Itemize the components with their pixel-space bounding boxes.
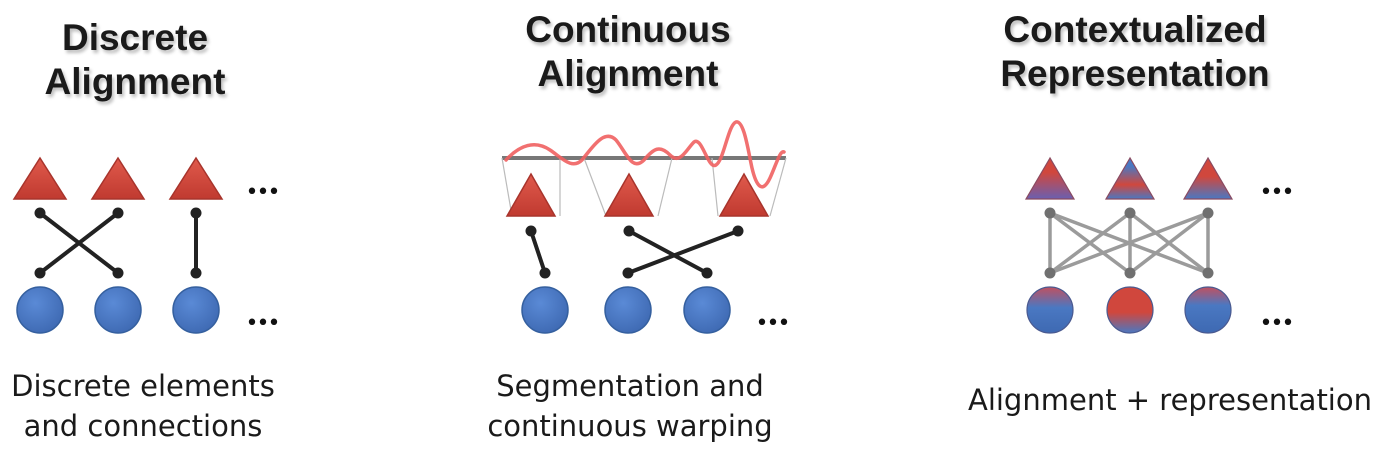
warping-guide xyxy=(501,157,513,217)
discrete-diagram: ••• ••• xyxy=(12,156,280,336)
title-line-1: Discrete xyxy=(61,17,209,58)
panel-caption: Discrete elements and connections xyxy=(0,366,300,446)
panel-title: Contextualized Representation xyxy=(950,8,1320,96)
circle-node xyxy=(604,286,652,334)
node-dot xyxy=(1124,267,1136,279)
contextualized-diagram: ••• ••• xyxy=(1024,156,1294,336)
caption-line-1: Alignment + representation xyxy=(967,383,1372,417)
circle-node xyxy=(1026,286,1074,334)
caption-line-1: Segmentation and xyxy=(496,369,764,403)
circles xyxy=(1026,286,1232,334)
triangle-node xyxy=(168,156,224,200)
circle-node xyxy=(683,286,731,334)
title-line-2: Alignment xyxy=(537,53,719,94)
node-dot xyxy=(112,207,124,219)
ellipsis-top: ••• xyxy=(1260,180,1293,205)
connection-line xyxy=(1128,211,1210,275)
circle-node xyxy=(521,286,569,334)
panel-continuous-alignment: Continuous Alignment Segmentation and co… xyxy=(480,0,780,462)
triangles xyxy=(12,156,224,200)
panel-title: Discrete Alignment xyxy=(0,16,300,104)
triangles xyxy=(1024,156,1234,200)
node-dot xyxy=(701,267,713,279)
panel-caption: Alignment + representation xyxy=(950,380,1390,420)
node-dot xyxy=(1044,207,1056,219)
continuous-diagram: ••• xyxy=(501,120,790,336)
triangle-node xyxy=(505,172,557,217)
node-dot xyxy=(539,267,551,279)
connection-line xyxy=(626,229,740,275)
circle-node xyxy=(1106,286,1154,334)
node-dot xyxy=(525,225,537,237)
warping-guide xyxy=(769,157,787,217)
warping-guides xyxy=(501,157,787,217)
triangle-node xyxy=(1182,156,1234,200)
circles xyxy=(521,286,731,334)
node-dot xyxy=(1202,207,1214,219)
connection-line xyxy=(627,229,709,275)
node-dot xyxy=(190,267,202,279)
panel-discrete-alignment: Discrete Alignment Discrete elements and… xyxy=(0,0,300,462)
ellipsis-bottom: ••• xyxy=(246,311,279,336)
circle-node xyxy=(1184,286,1232,334)
connection-lines xyxy=(1048,211,1210,275)
node-dot xyxy=(34,267,46,279)
node-dot xyxy=(622,267,634,279)
node-dots xyxy=(525,225,744,279)
caption-line-1: Discrete elements xyxy=(11,369,275,403)
title-line-1: Continuous xyxy=(525,9,731,50)
connection-line xyxy=(1048,211,1210,275)
node-dots xyxy=(1044,207,1214,279)
panel-caption: Segmentation and continuous warping xyxy=(470,366,790,446)
title-line-2: Representation xyxy=(1000,53,1270,94)
circle-node xyxy=(172,286,220,334)
triangle-node xyxy=(603,172,655,217)
node-dot xyxy=(34,207,46,219)
warping-guide xyxy=(657,157,673,217)
connection-lines xyxy=(529,229,740,275)
panel-contextualized-representation: Contextualized Representation Alignment … xyxy=(968,0,1372,462)
title-line-2: Alignment xyxy=(44,61,226,102)
node-dot xyxy=(112,267,124,279)
triangles xyxy=(505,172,770,217)
node-dot xyxy=(1124,207,1136,219)
node-dots xyxy=(34,207,202,279)
circle-node xyxy=(94,286,142,334)
title-line-1: Contextualized xyxy=(1003,9,1267,50)
connection-lines xyxy=(38,211,198,275)
triangle-node xyxy=(1024,156,1076,200)
ellipsis-top: ••• xyxy=(246,180,279,205)
warping-guide xyxy=(583,157,607,217)
triangle-node xyxy=(90,156,146,200)
triangle-node xyxy=(1104,156,1156,200)
signal-waveform xyxy=(504,120,786,189)
ellipsis-bottom: ••• xyxy=(1260,311,1293,336)
node-dot xyxy=(1202,267,1214,279)
connection-line xyxy=(38,211,120,275)
circles xyxy=(16,286,220,334)
connection-line xyxy=(1048,211,1132,275)
triangle-node xyxy=(718,172,770,217)
node-dot xyxy=(1044,267,1056,279)
caption-line-2: and connections xyxy=(23,409,263,443)
node-dot xyxy=(732,225,744,237)
connection-line xyxy=(529,229,547,275)
ellipsis-bottom: ••• xyxy=(756,311,789,336)
circle-node xyxy=(16,286,64,334)
panel-title: Continuous Alignment xyxy=(476,8,780,96)
node-dot xyxy=(190,207,202,219)
node-dot xyxy=(623,225,635,237)
caption-line-2: continuous warping xyxy=(487,409,773,443)
warping-guide xyxy=(711,157,719,217)
triangle-node xyxy=(12,156,68,200)
